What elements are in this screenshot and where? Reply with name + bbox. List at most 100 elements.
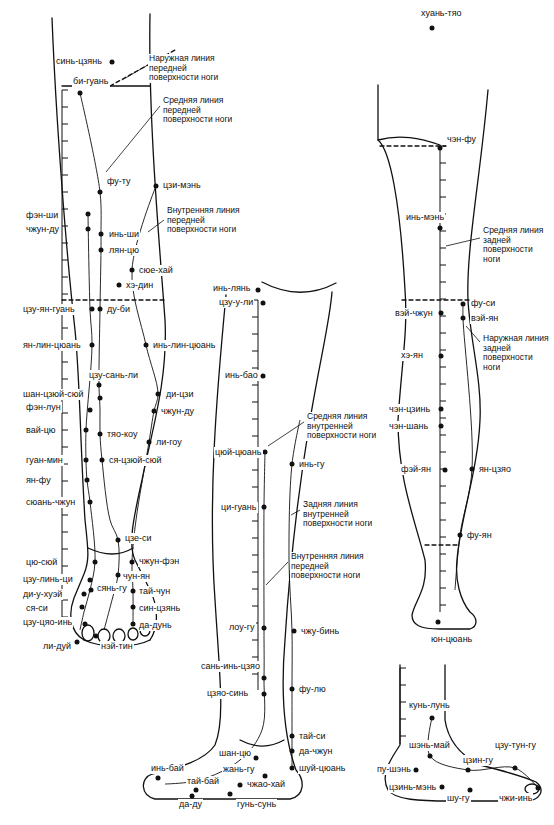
line-caption: Задняя линия внутренней поверхности ноги	[302, 500, 376, 529]
point-label: тай-бай	[186, 776, 220, 787]
acupoint-dot	[98, 307, 103, 312]
scale-tick	[252, 555, 258, 556]
scale-tick	[440, 350, 446, 351]
scale-tick	[62, 379, 68, 380]
scale-tick	[400, 668, 406, 669]
point-label: сюе-хай	[138, 265, 174, 276]
point-label: чжун-ду	[160, 406, 195, 417]
acupoint-dot	[292, 629, 297, 634]
point-label: чун-ян	[122, 571, 151, 582]
scale-tick	[440, 503, 446, 504]
acupoint-dot	[430, 716, 435, 721]
leader-line	[446, 238, 480, 246]
point-label: сань-инь-цзяо	[200, 661, 261, 672]
scale-tick	[440, 588, 446, 589]
level-line	[62, 299, 165, 300]
point-label: тай-си	[298, 731, 327, 742]
scale-tick	[252, 368, 258, 369]
acupoint-dot	[156, 776, 161, 781]
acupoint-dot	[100, 458, 105, 463]
acupoint-dot	[440, 785, 445, 790]
acupoint-dot	[154, 184, 159, 189]
acupoint-dot	[86, 227, 91, 232]
scale-tick	[252, 521, 258, 522]
point-label: син-цзянь	[138, 603, 181, 614]
point-label: гунь-сунь	[236, 799, 277, 810]
point-label: хэ-дин	[125, 280, 154, 291]
scale-tick	[440, 401, 446, 402]
leg-outline	[132, 14, 166, 640]
point-label: фэн-ши	[25, 210, 59, 221]
acupoint-dot	[438, 146, 443, 151]
point-label: фу-си	[470, 298, 496, 309]
point-label: ся-си	[25, 603, 49, 614]
acupoint-dot	[439, 424, 444, 429]
leader-line	[148, 220, 164, 232]
acupoint-dot	[443, 468, 448, 473]
point-label: фу-ян	[466, 530, 493, 541]
scale-tick	[440, 316, 446, 317]
point-label: ди-цзи	[165, 389, 194, 400]
point-label: шэнь-май	[408, 740, 451, 751]
scale-tick	[62, 532, 68, 533]
acupoint-dot	[130, 268, 135, 273]
leader-line	[106, 106, 160, 172]
point-label: тай-чун	[138, 586, 171, 597]
level-line	[402, 299, 470, 300]
leader-line	[291, 510, 300, 515]
acupoint-dot	[262, 626, 267, 631]
acupoint-dot	[116, 573, 121, 578]
acupoint-dot	[110, 60, 115, 65]
acupoint-dot	[116, 538, 121, 543]
line-caption: Внутренняя линия передней поверхности но…	[166, 206, 248, 235]
scale-tick	[440, 486, 446, 487]
acupoint-dot	[468, 788, 473, 793]
toe	[82, 625, 94, 641]
scale-tick	[440, 333, 446, 334]
scale-tick	[252, 351, 258, 352]
acupoint-dot	[190, 794, 195, 799]
acupoint-dot	[90, 343, 95, 348]
point-label: чжун-ду	[25, 224, 60, 235]
point-label: чэн-шань	[388, 421, 429, 432]
scale-tick	[440, 384, 446, 385]
scale-tick	[400, 719, 406, 720]
acupoint-dot	[513, 766, 518, 771]
point-label: цю-сюй	[25, 557, 58, 568]
point-label: гуан-мин	[25, 455, 64, 466]
point-label: ян-цзяо	[478, 464, 512, 475]
scale-tick	[62, 549, 68, 550]
scale-tick	[62, 141, 68, 142]
acupoint-dot	[461, 302, 466, 307]
acupoint-dot	[439, 407, 444, 412]
point-label: ду-би	[106, 304, 131, 315]
acupoint-dot	[131, 622, 136, 627]
point-label: лян-цю	[108, 245, 140, 256]
acupoint-dot	[262, 505, 267, 510]
scale-tick	[62, 328, 68, 329]
acupoint-dot	[83, 622, 88, 627]
point-label: шан-цзюй-сюй	[22, 389, 84, 400]
acupoint-dot	[430, 26, 435, 31]
point-label: ли-гоу	[155, 437, 183, 448]
acupoint-dot	[88, 408, 93, 413]
point-label: би-гуань	[72, 76, 110, 87]
point-label: цзинь-мэнь	[388, 782, 437, 793]
scale-tick	[252, 606, 258, 607]
point-label: пу-шэнь	[376, 764, 412, 775]
scale-tick	[252, 470, 258, 471]
scale-tick	[440, 367, 446, 368]
scale-line	[62, 90, 63, 624]
ankle-line	[425, 544, 458, 545]
leader-line	[268, 422, 304, 446]
point-label: шуй-цюань	[298, 763, 346, 774]
hip-curve	[262, 282, 336, 292]
acupoint-dot	[254, 756, 259, 761]
acupoint-dot	[290, 734, 295, 739]
scale-tick	[252, 640, 258, 641]
point-label: шан-цю	[218, 748, 252, 759]
acupoint-dot	[131, 589, 136, 594]
point-label: цзу-у-ли	[218, 297, 254, 308]
acupoint-dot	[238, 783, 243, 788]
acupoint-dot	[98, 190, 103, 195]
